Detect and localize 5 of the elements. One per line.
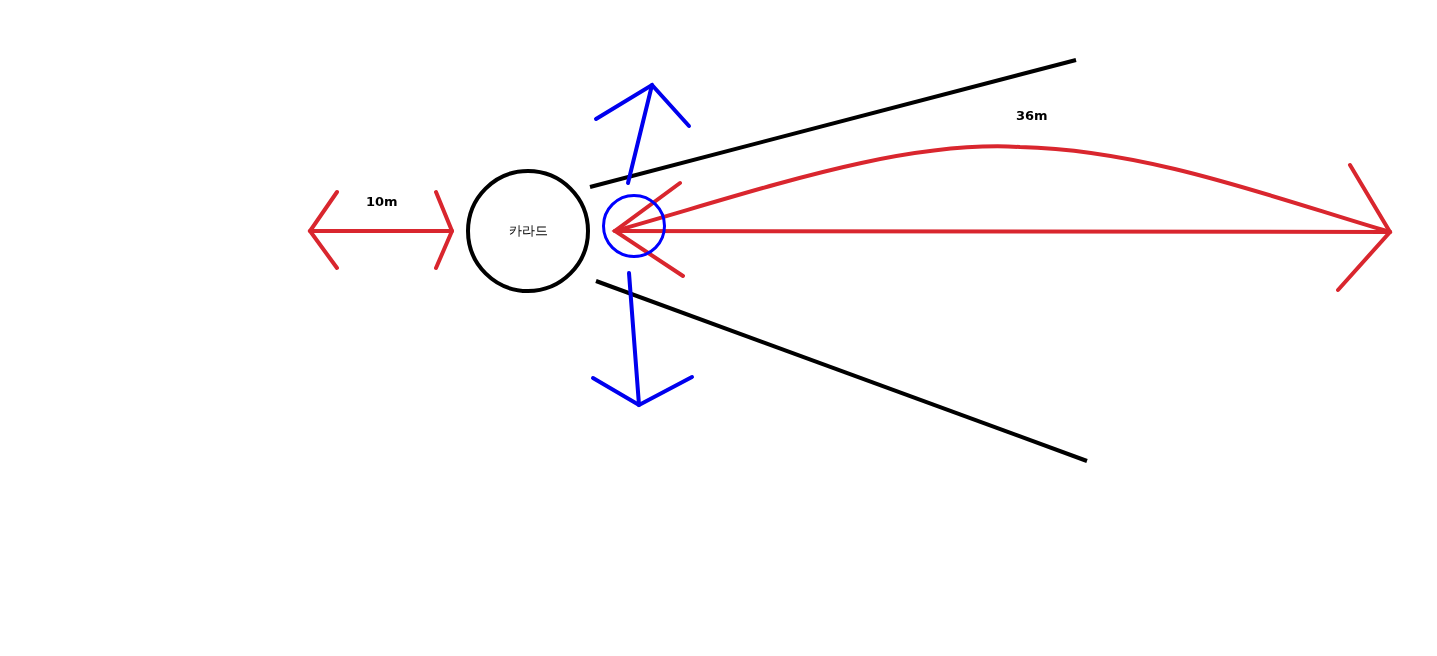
node-label: 카라드 [508, 222, 548, 240]
circle-node [466, 169, 590, 293]
circle-node [602, 194, 666, 258]
dimension-label: 10m [366, 194, 398, 209]
dimension-label: 36m [1016, 108, 1048, 123]
